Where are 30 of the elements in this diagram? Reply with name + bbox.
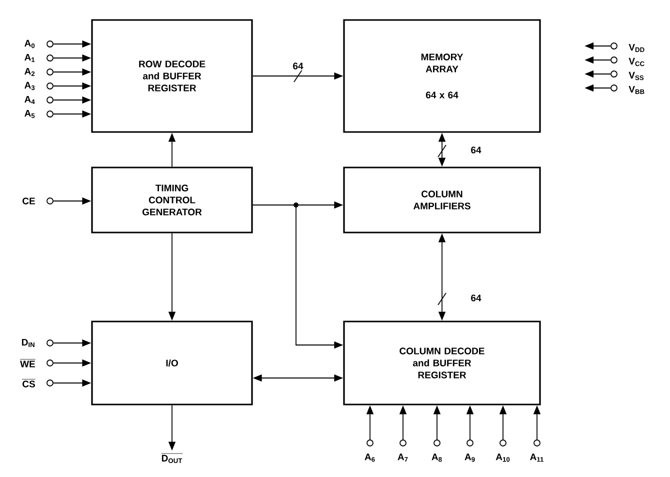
- edge-label: 64: [470, 294, 482, 302]
- block-box: I/O: [91, 320, 253, 406]
- pin-label: V$_{CC}$: [628, 58, 644, 66]
- pin-label: D$_{IN}$: [22, 338, 34, 347]
- pin-label: A$_{4}$: [24, 96, 35, 104]
- pin-label: A$_{0}$: [24, 40, 35, 48]
- pin-label: A$_{3}$: [24, 82, 35, 90]
- pin-label: CS: [22, 379, 36, 388]
- pin-label: D$_{OUT}$: [161, 453, 183, 464]
- pin-label: A$_{7}$: [398, 454, 408, 462]
- block-box: ROW DECODE and BUFFER REGISTER: [91, 19, 253, 133]
- pin-label: A$_{9}$: [464, 454, 475, 462]
- pin-label: CE: [22, 198, 35, 204]
- block-box: MEMORY ARRAY 64 x 64: [343, 19, 541, 133]
- edge-label: 64: [470, 146, 482, 154]
- pin-label: WE: [20, 359, 36, 368]
- block-box: TIMING CONTROL GENERATOR: [91, 166, 253, 234]
- pin-label: V$_{SS}$: [628, 72, 644, 80]
- pin-label: A$_{5}$: [24, 110, 35, 118]
- pin-label: V$_{BB}$: [628, 86, 644, 94]
- pin-label: V$_{DD}$: [628, 44, 644, 52]
- pin-label: A$_{10}$: [496, 454, 510, 462]
- block-box: COLUMN AMPLIFIERS: [343, 166, 541, 234]
- edge-label: 64: [292, 62, 304, 70]
- pin-label: A$_{6}$: [364, 454, 375, 462]
- pin-label: A$_{1}$: [24, 54, 35, 62]
- pin-label: A$_{2}$: [24, 68, 35, 76]
- pin-label: A$_{8}$: [432, 454, 442, 462]
- pin-label: A$_{11}$: [530, 454, 544, 462]
- block-box: COLUMN DECODE and BUFFER REGISTER: [343, 320, 541, 406]
